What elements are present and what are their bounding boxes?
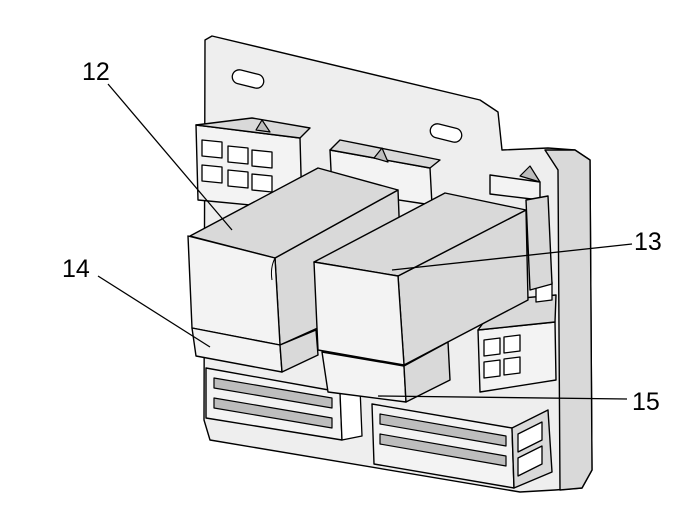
relay-14-base	[191, 327, 319, 373]
fuse-strip-right	[371, 403, 553, 489]
callout-14: 14	[62, 255, 90, 283]
mounting-slot-left	[231, 69, 265, 89]
leader-14	[97, 275, 211, 348]
leader-15	[377, 395, 628, 400]
relay-15-base	[321, 341, 451, 403]
relay-13	[313, 192, 529, 366]
callout-12: 12	[82, 58, 110, 86]
mounting-slot-right	[429, 123, 463, 143]
callout-13: 13	[634, 228, 662, 256]
leader-13	[391, 243, 633, 271]
socket-right	[477, 195, 557, 393]
callout-labels: 12 13 14 15	[62, 58, 662, 416]
leader-lines	[97, 83, 633, 400]
leader-12	[107, 83, 233, 231]
callout-15: 15	[632, 388, 660, 416]
